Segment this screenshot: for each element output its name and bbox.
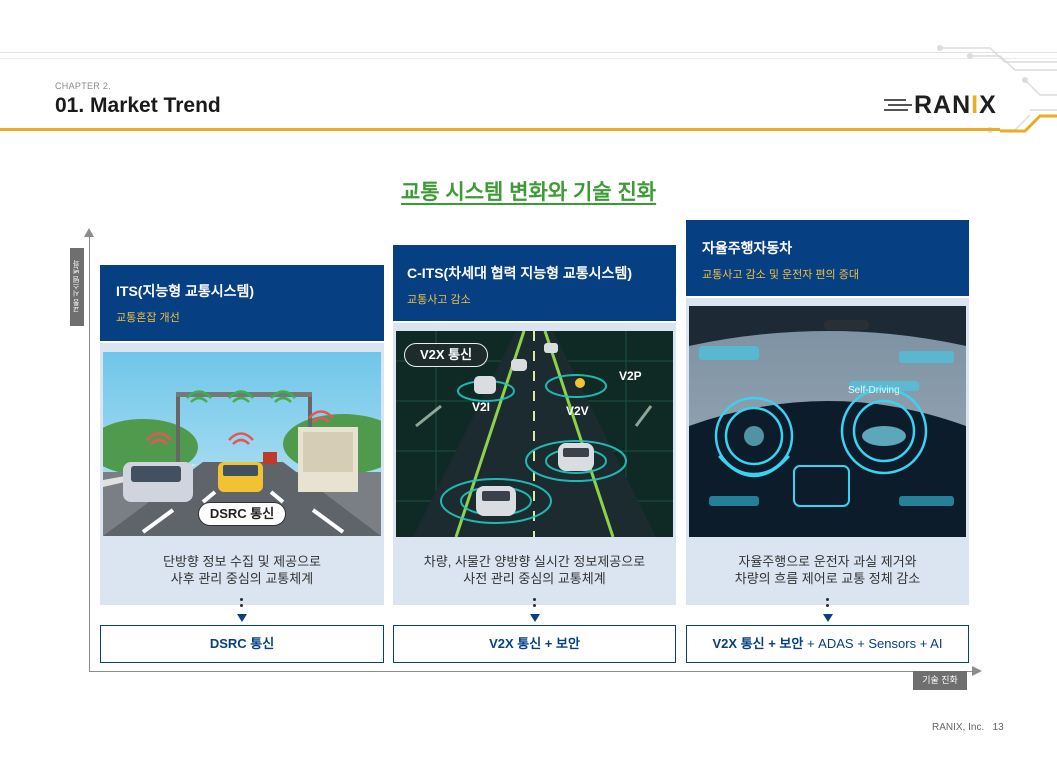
- y-axis-label: 교통 시스템 변화: [70, 248, 84, 326]
- autonomous-illustration: [689, 306, 966, 537]
- its-header: ITS(지능형 교통시스템) 교통혼잡 개선: [100, 265, 384, 341]
- its-description: 단방향 정보 수집 및 제공으로 사후 관리 중심의 교통체계: [163, 554, 321, 586]
- autonomous-title: 자율주행자동차: [702, 240, 793, 256]
- v2x-badge: V2X 통신: [404, 343, 488, 367]
- page-title: 01. Market Trend: [55, 94, 221, 117]
- page-number: 13: [992, 722, 1004, 733]
- x-axis-label: 기술 진화: [913, 671, 967, 690]
- cits-subtitle: 교통사고 감소: [407, 294, 471, 306]
- y-axis-arrow-icon: [84, 228, 94, 237]
- v2i-label: V2I: [472, 400, 491, 414]
- logo-lines-icon: [884, 99, 912, 111]
- ranix-logo: RANIX: [884, 90, 1014, 122]
- logo-text: RANIX: [914, 91, 997, 119]
- cits-technology-box: V2X 통신 + 보안: [393, 625, 676, 663]
- autonomous-description: 자율주행으로 운전자 과실 제거와 차량의 흐름 제어로 교통 정체 감소: [734, 554, 921, 586]
- slide-heading: 교통 시스템 변화와 기술 진화: [400, 181, 657, 204]
- its-title: ITS(지능형 교통시스템): [116, 283, 255, 299]
- autonomous-subtitle: 교통사고 감소 및 운전자 편의 증대: [702, 269, 859, 281]
- dsrc-badge: DSRC 통신: [198, 502, 286, 526]
- y-axis: [89, 236, 90, 672]
- v2p-label: V2P: [619, 369, 642, 383]
- cits-description: 차량, 사물간 양방향 실시간 정보제공으로 사전 관리 중심의 교통체계: [423, 554, 646, 586]
- down-arrow-icon: [232, 598, 252, 624]
- v2v-label: V2V: [566, 404, 589, 418]
- down-arrow-icon: [525, 598, 545, 624]
- autonomous-technology-box: V2X 통신 + 보안 + ADAS + Sensors + AI: [686, 625, 969, 663]
- cits-title: C-ITS(차세대 협력 지능형 교통시스템): [407, 265, 632, 281]
- cits-header: C-ITS(차세대 협력 지능형 교통시스템) 교통사고 감소: [393, 245, 676, 321]
- footer-company: RANIX, Inc.: [932, 722, 985, 733]
- header-rule-secondary: [0, 58, 1057, 59]
- x-axis-arrow-icon: [972, 666, 982, 676]
- footer: RANIX, Inc. 13: [932, 722, 1004, 733]
- its-technology-box: DSRC 통신: [100, 625, 384, 663]
- title-underline: [0, 128, 1000, 131]
- chapter-label: CHAPTER 2.: [55, 81, 112, 91]
- autonomous-header: 자율주행자동차 교통사고 감소 및 운전자 편의 증대: [686, 220, 969, 296]
- its-subtitle: 교통혼잡 개선: [116, 312, 180, 324]
- header-rule: [0, 52, 1057, 53]
- x-axis: [89, 671, 973, 672]
- down-arrow-icon: [818, 598, 838, 624]
- self-driving-label: Self-Driving: [848, 385, 900, 396]
